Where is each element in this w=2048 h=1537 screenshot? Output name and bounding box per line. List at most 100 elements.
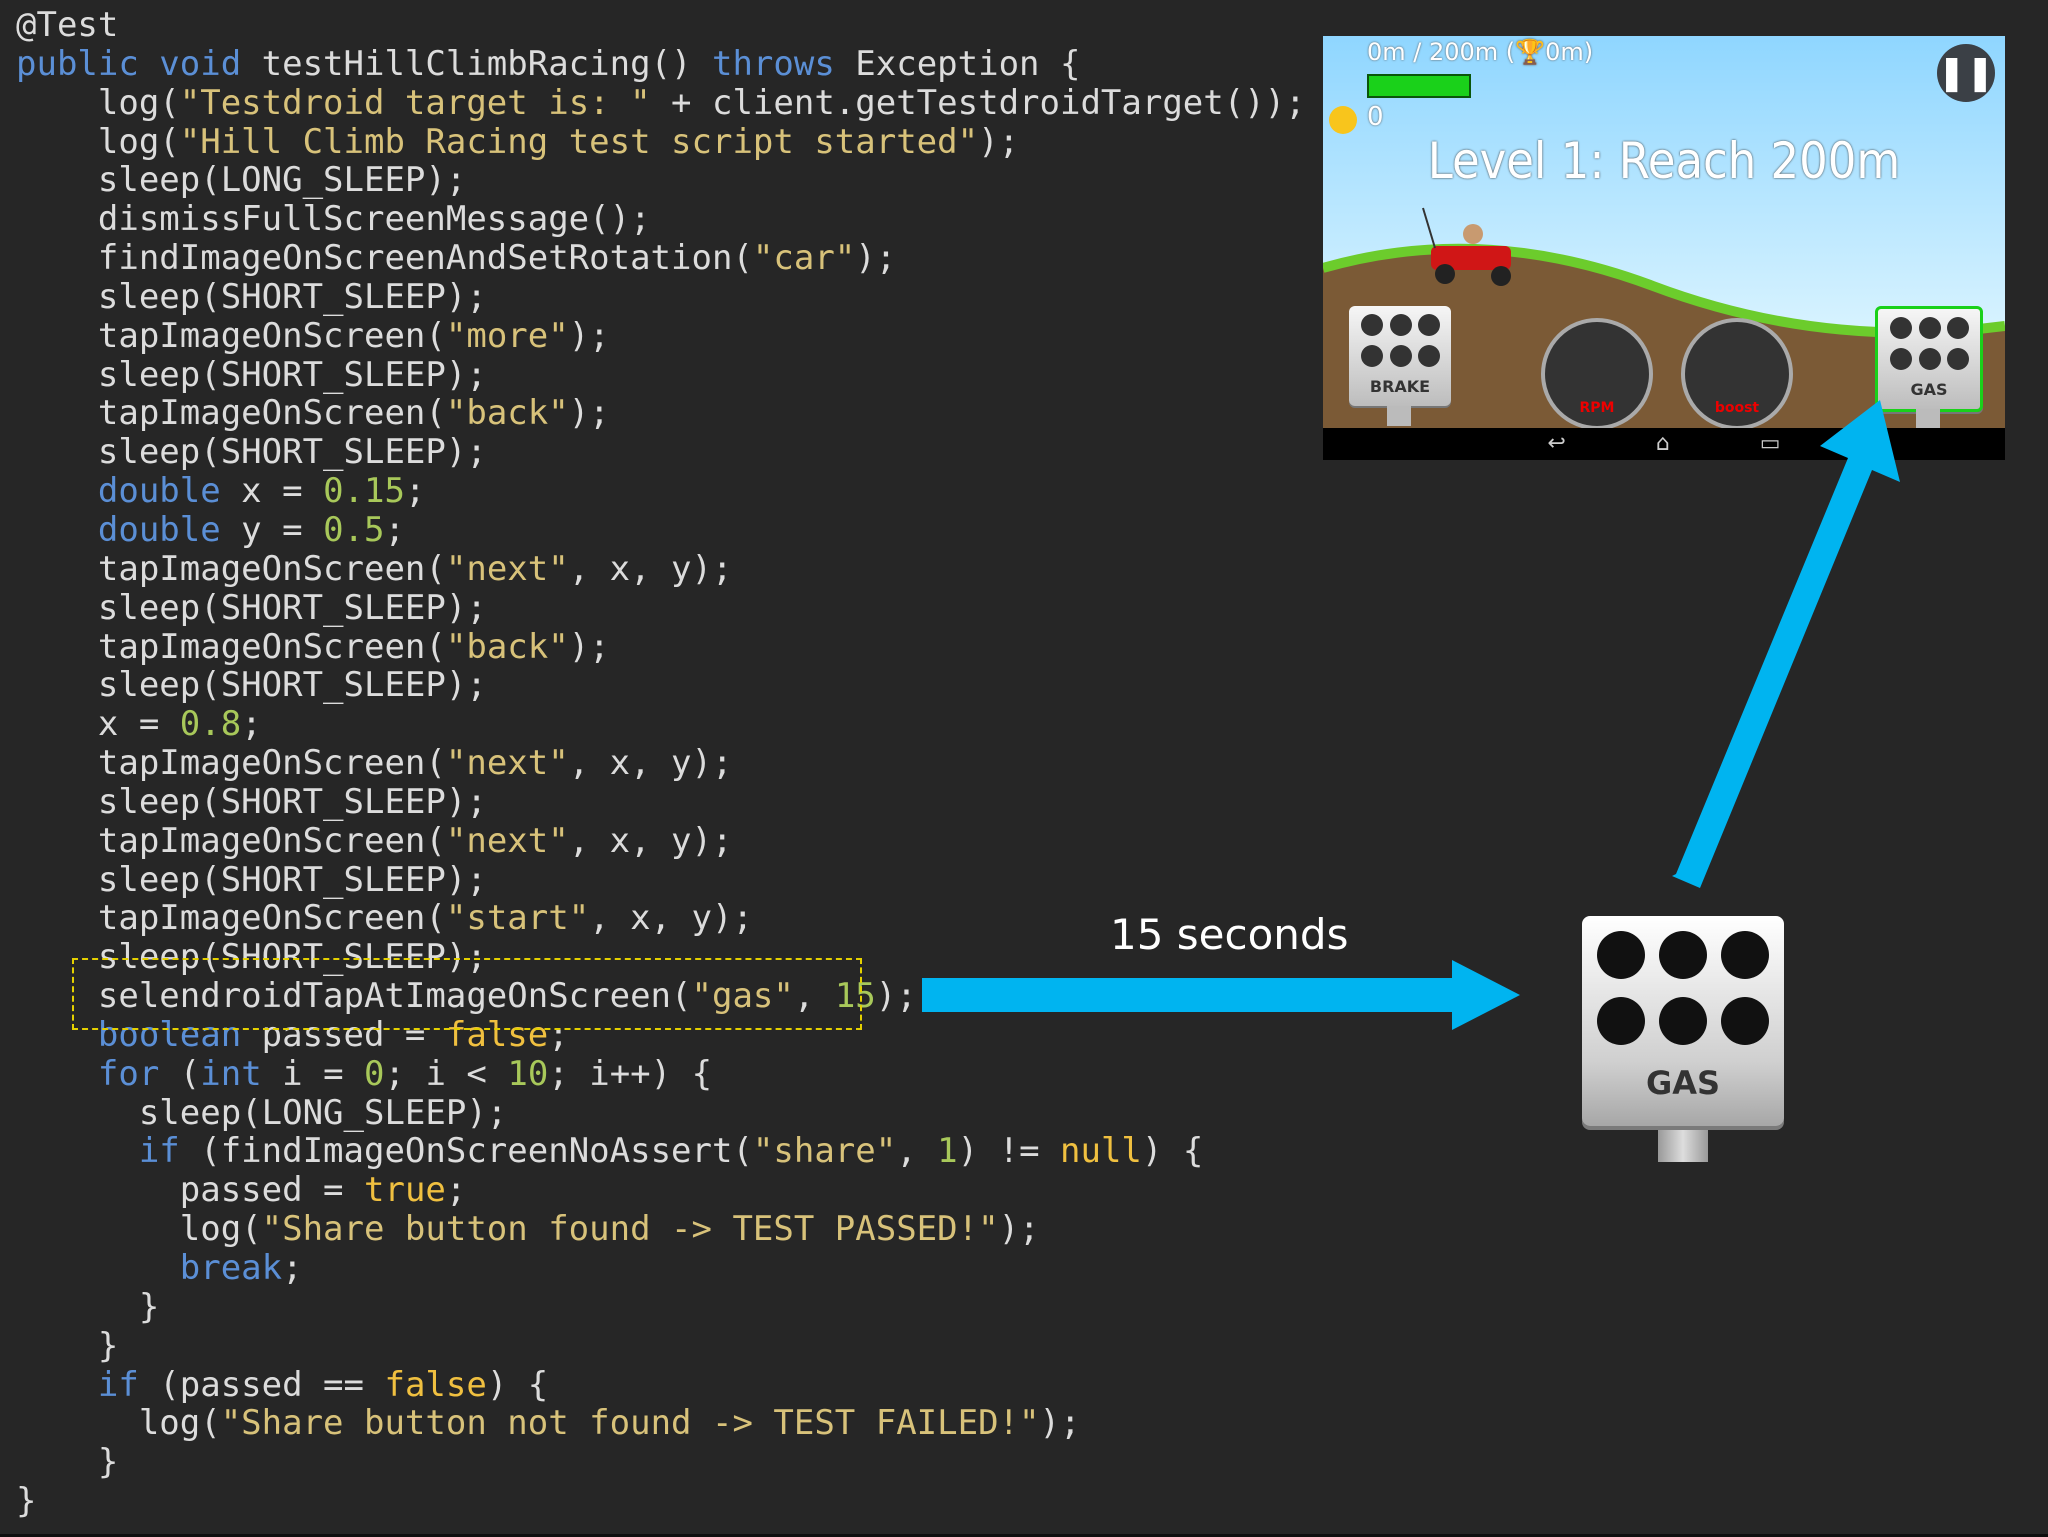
code-token: ; i++) { <box>548 1053 713 1094</box>
code-token: + client.getTestdroidTarget()); <box>650 82 1306 123</box>
code-token: tapImageOnScreen( <box>16 315 446 356</box>
code-token: x = <box>16 704 180 745</box>
home-icon[interactable]: ⌂ <box>1655 431 1670 456</box>
code-token: @Test <box>16 5 119 45</box>
brake-pedal[interactable]: BRAKE <box>1349 306 1451 426</box>
code-token: , x, y); <box>568 820 733 861</box>
code-token: "Hill Climb Racing test script started" <box>179 121 979 162</box>
code-token: findImageOnScreenAndSetRotation( <box>16 238 753 279</box>
back-icon[interactable]: ↩ <box>1547 431 1566 456</box>
code-line: sleep(SHORT_SLEEP); <box>16 666 1306 705</box>
code-token: 0 <box>364 1053 385 1094</box>
code-token: tapImageOnScreen( <box>16 548 446 589</box>
code-token: sleep(SHORT_SLEEP); <box>16 276 487 317</box>
boost-label: boost <box>1714 400 1760 416</box>
code-token: (findImageOnScreenNoAssert( <box>200 1131 753 1172</box>
code-token: ); <box>568 626 610 667</box>
code-token: public void <box>16 43 262 84</box>
code-token: , x, y); <box>589 898 753 939</box>
code-token: i = <box>282 1053 365 1094</box>
code-line: double y = 0.5; <box>16 511 1306 550</box>
code-token: for <box>16 1053 180 1094</box>
code-line: if (findImageOnScreenNoAssert("share", 1… <box>16 1132 1306 1171</box>
code-token: double <box>16 471 242 512</box>
code-token: 0.5 <box>323 509 385 550</box>
code-token: ); <box>875 976 917 1017</box>
code-line: passed = true; <box>16 1171 1306 1210</box>
code-line: sleep(SHORT_SLEEP); <box>16 938 1306 977</box>
code-token: sleep(SHORT_SLEEP); <box>16 859 487 900</box>
code-line: log("Share button found -> TEST PASSED!"… <box>16 1210 1306 1249</box>
code-line: break; <box>16 1249 1306 1288</box>
code-token: "Share button found -> TEST PASSED!" <box>261 1209 999 1250</box>
code-line: } <box>16 1482 1306 1521</box>
code-line: tapImageOnScreen("start", x, y); <box>16 899 1306 938</box>
code-token: tapImageOnScreen( <box>16 393 446 434</box>
code-token: "back" <box>445 393 569 434</box>
code-token: "next" <box>445 820 569 861</box>
code-line: for (int i = 0; i < 10; i++) { <box>16 1053 1306 1094</box>
rpm-gauge: RPM <box>1541 318 1653 430</box>
distance-readout: 0m / 200m (🏆0m) <box>1367 38 1594 66</box>
code-token: ) != <box>957 1131 1061 1172</box>
gas-pedal[interactable]: GAS <box>1875 306 1983 429</box>
game-screenshot: 0m / 200m (🏆0m) 0 ❚❚ Level 1: Reach 200m… <box>1323 36 2005 460</box>
code-token: "back" <box>445 626 569 667</box>
code-token: , <box>793 976 835 1017</box>
code-token: passed = <box>261 1014 446 1055</box>
fuel-bar <box>1367 74 1471 98</box>
code-token: boolean <box>16 1014 262 1055</box>
code-token: sleep(LONG_SLEEP); <box>16 1092 508 1133</box>
bottom-border <box>0 1534 2048 1537</box>
code-token: ; <box>404 471 426 512</box>
code-line: tapImageOnScreen("next", x, y); <box>16 548 1306 589</box>
code-line: sleep(SHORT_SLEEP); <box>16 355 1306 395</box>
code-token: "next" <box>445 743 569 784</box>
recents-icon[interactable]: ▭ <box>1759 431 1781 456</box>
code-token: "share" <box>752 1131 897 1172</box>
code-token: if <box>16 1364 160 1405</box>
highlight-box <box>72 958 862 1030</box>
code-token: y = <box>241 509 324 550</box>
code-line: log("Hill Climb Racing test script start… <box>16 121 1306 162</box>
brake-label: BRAKE <box>1369 377 1431 396</box>
code-token: log( <box>16 1403 221 1444</box>
code-token: ; <box>241 704 262 745</box>
duration-label: 15 seconds <box>1110 910 1349 959</box>
coin-icon <box>1329 106 1357 134</box>
code-token: ) { <box>1141 1131 1204 1172</box>
pause-icon: ❚❚ <box>1937 53 1995 93</box>
code-token: } <box>16 1286 160 1327</box>
code-token: tapImageOnScreen( <box>16 626 446 667</box>
code-token: if <box>16 1131 201 1172</box>
code-token: "start" <box>445 898 590 939</box>
code-token: ; <box>548 1014 569 1055</box>
coin-count: 0 <box>1367 102 1384 132</box>
code-token: ; <box>445 1170 467 1211</box>
code-line: sleep(SHORT_SLEEP); <box>16 859 1306 900</box>
code-token: sleep(LONG_SLEEP); <box>16 160 467 201</box>
code-line: } <box>16 1443 1306 1482</box>
code-token: , <box>896 1131 938 1172</box>
code-line: tapImageOnScreen("next", x, y); <box>16 820 1306 861</box>
code-token: ; <box>282 1248 303 1288</box>
code-token: Exception { <box>855 43 1081 84</box>
code-token: } <box>16 1481 37 1522</box>
code-token: , x, y); <box>568 743 733 784</box>
code-token: ); <box>568 393 610 434</box>
code-line: sleep(LONG_SLEEP); <box>16 161 1306 200</box>
code-token: ( <box>179 1053 201 1094</box>
code-token: tapImageOnScreen( <box>16 743 446 784</box>
code-token: "Share button not found -> TEST FAILED!" <box>220 1403 1040 1444</box>
code-token: "car" <box>752 238 856 279</box>
code-line: sleep(SHORT_SLEEP); <box>16 588 1306 628</box>
code-token: ; <box>384 509 405 550</box>
pause-button[interactable]: ❚❚ <box>1937 44 1995 102</box>
code-token: log( <box>16 82 180 123</box>
code-token: "more" <box>445 315 569 356</box>
rpm-label: RPM <box>1579 400 1615 416</box>
code-token: false <box>384 1364 487 1405</box>
android-nav-bar: ↩ ⌂ ▭ <box>1323 428 2005 460</box>
code-line: @Test <box>16 6 1306 45</box>
code-token: false <box>445 1014 549 1055</box>
